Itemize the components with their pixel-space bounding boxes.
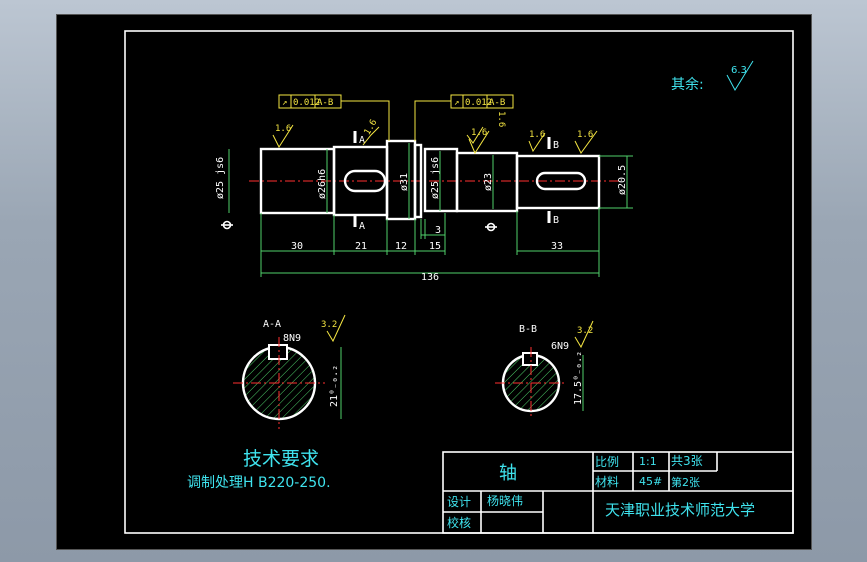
svg-text:材料: 材料 (595, 475, 619, 489)
svg-text:ø26h6: ø26h6 (317, 169, 328, 199)
svg-text:杨晓伟: 杨晓伟 (487, 493, 523, 508)
svg-text:校核: 校核 (447, 515, 471, 530)
svg-text:0.012: 0.012 (293, 98, 320, 108)
svg-text:A-B: A-B (489, 98, 505, 108)
svg-text:ø23: ø23 (483, 173, 494, 191)
svg-text:12: 12 (395, 241, 407, 252)
svg-text:A: A (359, 221, 365, 232)
svg-text:1.6: 1.6 (577, 130, 593, 140)
school-name: 天津职业技术师范大学 (605, 501, 755, 519)
title-block: 轴 比例 1:1 共3张 材料 45# 第2张 设计 杨晓伟 校核 天津职业技术… (442, 451, 794, 534)
svg-text:第2张: 第2张 (671, 475, 700, 489)
svg-text:136: 136 (421, 272, 439, 283)
svg-text:A-A: A-A (263, 319, 281, 330)
tech-requirements-title: 技术要求 (243, 448, 319, 470)
roughness-marks: 1.6 1.6 1.6 1.6 1.6 1.6 3.2 3.2 (272, 111, 598, 349)
svg-text:1.6: 1.6 (275, 124, 291, 134)
cad-viewport: 其余: 6.3 A A B B ø25 js6 ø26h6 ø31 ø25 js… (56, 14, 812, 550)
svg-text:3: 3 (435, 225, 441, 236)
tolerance-frame-right: ↗ 0.012 A-B (414, 94, 514, 141)
keyway-b (535, 171, 587, 191)
svg-text:设计: 设计 (447, 495, 471, 509)
svg-text:↗: ↗ (282, 98, 287, 108)
tolerance-frame-left: ↗ 0.012 A-B (278, 94, 390, 141)
roughness-note-value: 6.3 (731, 65, 747, 76)
svg-text:1.6: 1.6 (363, 118, 380, 137)
svg-text:33: 33 (551, 241, 563, 252)
section-a-a: A-A 8N9 21⁰₋₀.₂ (233, 319, 342, 429)
svg-text:1.6: 1.6 (529, 130, 545, 140)
svg-text:B: B (553, 140, 559, 151)
svg-text:3.2: 3.2 (577, 326, 593, 336)
svg-text:6N9: 6N9 (551, 341, 569, 352)
svg-text:B: B (553, 215, 559, 226)
part-name: 轴 (499, 463, 517, 484)
roughness-note-label: 其余: (671, 76, 704, 93)
svg-text:3.2: 3.2 (321, 320, 337, 330)
svg-text:ø31: ø31 (399, 173, 410, 191)
section-b-b: B-B 6N9 17.5⁰₋₀.₂ (495, 324, 584, 419)
svg-text:B-B: B-B (519, 324, 537, 335)
svg-text:ø25 js6: ø25 js6 (430, 157, 441, 199)
svg-text:1.6: 1.6 (496, 111, 506, 127)
svg-text:8N9: 8N9 (283, 333, 301, 344)
svg-text:0.012: 0.012 (465, 98, 492, 108)
svg-text:1.6: 1.6 (471, 128, 487, 138)
section-cut-markers: A A B B (353, 131, 559, 232)
diameter-dimensions: ø25 js6 ø26h6 ø31 ø25 js6 ø23 ø20.5 (215, 143, 633, 219)
length-dimensions: 30 21 12 15 3 33 136 (260, 208, 600, 283)
svg-text:ø25 js6: ø25 js6 (215, 157, 226, 199)
svg-text:A: A (359, 135, 365, 146)
roughness-symbol (726, 60, 754, 92)
svg-text:21⁰₋₀.₂: 21⁰₋₀.₂ (329, 365, 340, 407)
keyway-a (343, 169, 387, 193)
svg-text:1:1: 1:1 (639, 455, 657, 468)
svg-text:15: 15 (429, 241, 441, 252)
svg-text:21: 21 (355, 241, 367, 252)
shaft-outline (259, 139, 601, 221)
datum-symbols (221, 220, 497, 232)
svg-text:共3张: 共3张 (671, 454, 703, 468)
svg-text:30: 30 (291, 241, 303, 252)
svg-text:45#: 45# (639, 475, 662, 488)
svg-text:A-B: A-B (317, 98, 333, 108)
shaft-drawing: 其余: 6.3 A A B B ø25 js6 ø26h6 ø31 ø25 js… (124, 30, 794, 534)
svg-text:17.5⁰₋₀.₂: 17.5⁰₋₀.₂ (573, 351, 584, 405)
svg-text:比例: 比例 (595, 455, 619, 469)
svg-text:ø20.5: ø20.5 (617, 165, 628, 195)
svg-text:↗: ↗ (454, 98, 459, 108)
tech-requirements-line: 调制处理H B220-250. (187, 475, 331, 491)
